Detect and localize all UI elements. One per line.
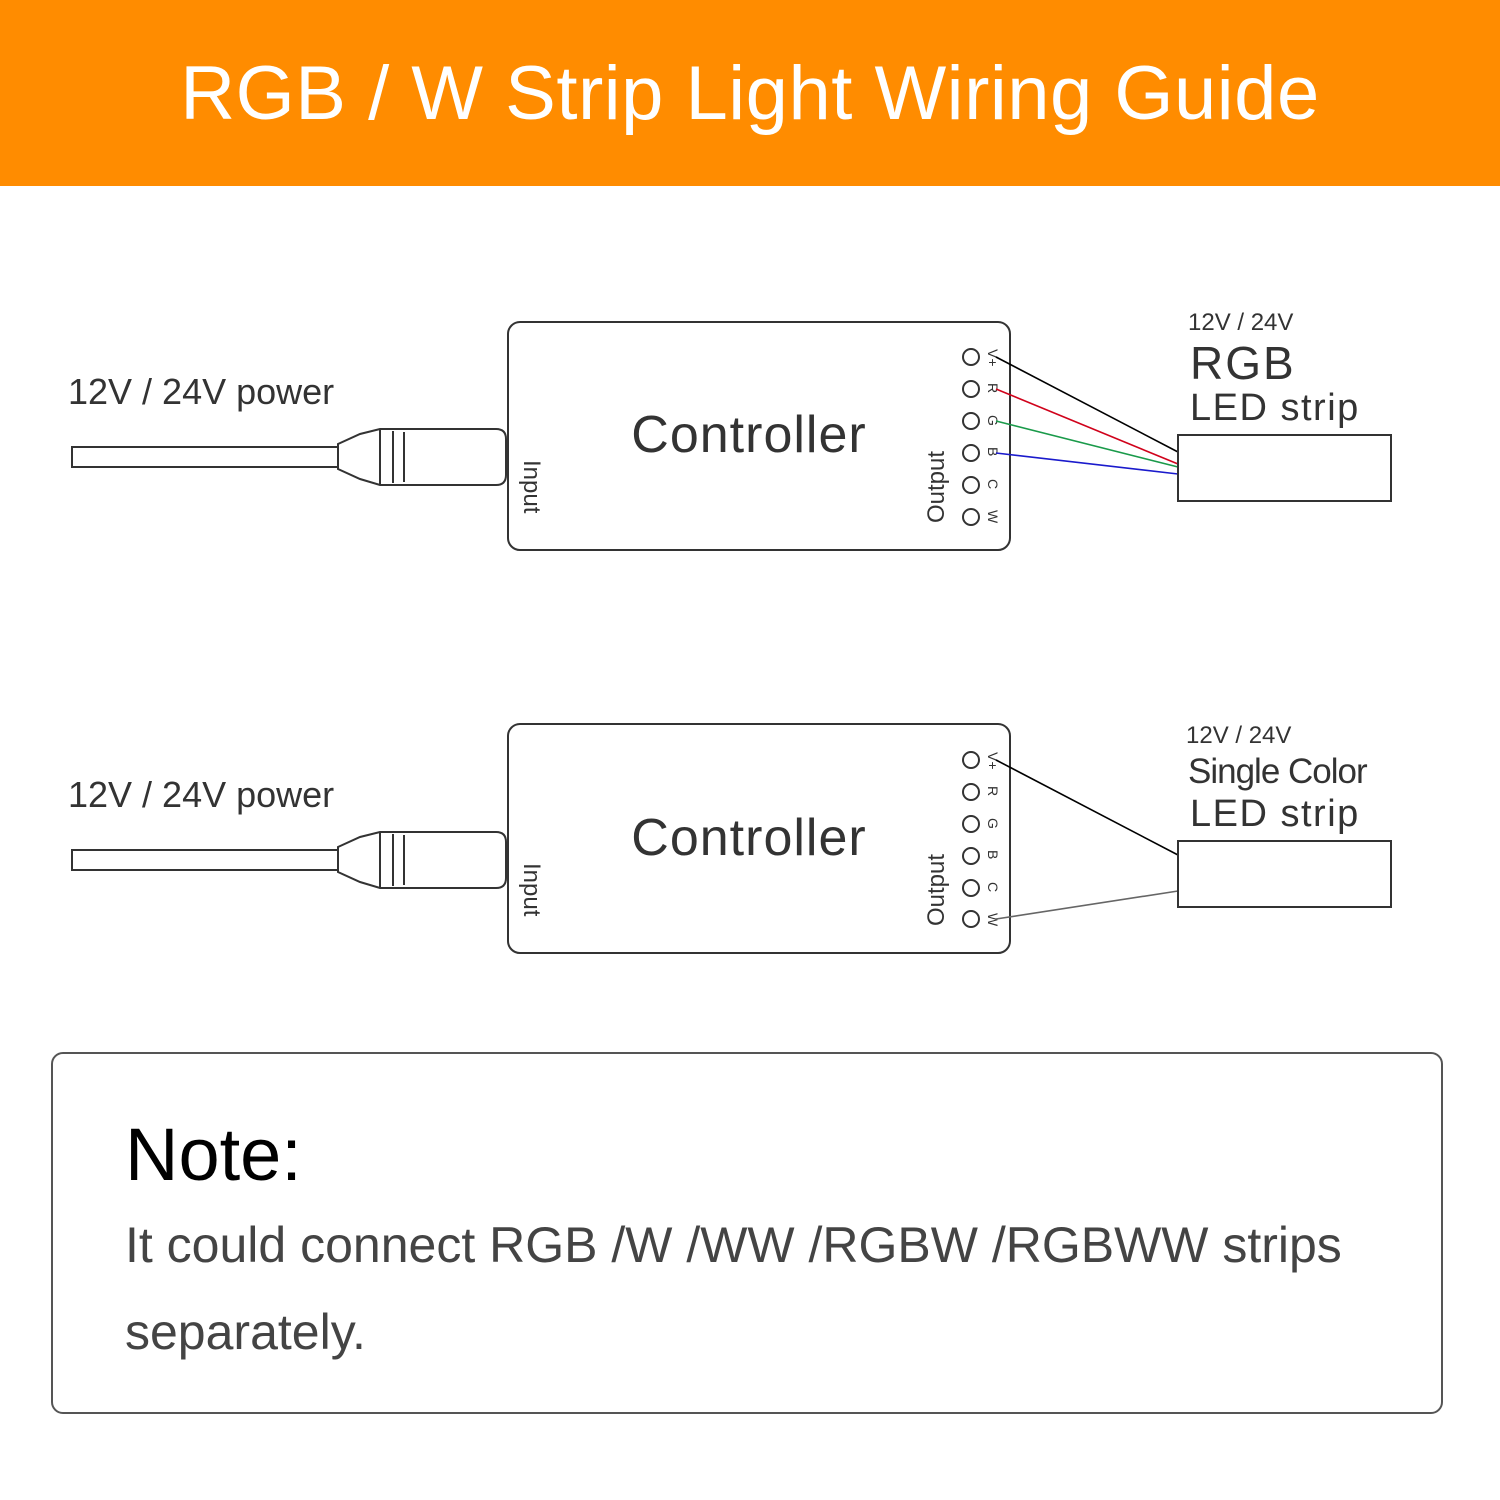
strip-type: Single Color [1188, 752, 1368, 791]
diagram-single-color: 12V / 24V power Controller Input Output … [68, 722, 1392, 954]
led-strip-box [1177, 434, 1392, 502]
pin-label-w: W [985, 913, 1001, 927]
pin-label-v-plus: V+ [985, 349, 1001, 367]
pin-label-c: C [985, 479, 1001, 489]
strip-name: LED strip [1190, 387, 1360, 429]
wire-g [995, 420, 1179, 468]
pin-labels: V+ R G B C W [985, 752, 1001, 927]
output-label: Output [923, 854, 950, 926]
pin-g [962, 412, 980, 430]
wire-r [995, 388, 1179, 465]
output-pins [962, 348, 980, 526]
power-label: 12V / 24V power [68, 774, 334, 815]
strip-name: LED strip [1190, 793, 1360, 835]
pin-r [962, 380, 980, 398]
controller-box [507, 321, 1011, 551]
pin-c [962, 476, 980, 494]
wire-v-plus [995, 356, 1179, 453]
pin-c [962, 879, 980, 897]
power-cable [71, 428, 507, 486]
pin-label-b: B [985, 850, 1001, 859]
input-label: Input [518, 863, 545, 917]
wire-b [995, 452, 1179, 475]
pin-v-plus [962, 348, 980, 366]
strip-type: RGB [1190, 337, 1296, 389]
pin-w [962, 508, 980, 526]
pin-label-b: B [985, 447, 1001, 456]
page-title: RGB / W Strip Light Wiring Guide [180, 50, 1320, 136]
strip-voltage: 12V / 24V [1186, 722, 1291, 749]
output-pins [962, 751, 980, 928]
title-banner: RGB / W Strip Light Wiring Guide [0, 0, 1500, 186]
output-label: Output [923, 451, 950, 523]
wires [995, 759, 1179, 920]
power-label: 12V / 24V power [68, 371, 334, 412]
controller-label: Controller [631, 406, 866, 464]
pin-g [962, 815, 980, 833]
pin-label-v-plus: V+ [985, 752, 1001, 770]
pin-w [962, 910, 980, 928]
pin-label-g: G [985, 415, 1001, 426]
pin-b [962, 444, 980, 462]
led-strip-box [1177, 840, 1392, 908]
pin-r [962, 783, 980, 801]
pin-label-g: G [985, 818, 1001, 829]
strip-voltage: 12V / 24V [1188, 309, 1293, 336]
pin-v-plus [962, 751, 980, 769]
pin-label-r: R [985, 786, 1001, 796]
pin-label-r: R [985, 383, 1001, 393]
pin-label-w: W [985, 510, 1001, 524]
note-body: It could connect RGB /W /WW /RGBW /RGBWW… [125, 1217, 1342, 1360]
controller-label: Controller [631, 809, 866, 867]
wire-w [995, 890, 1179, 920]
input-label: Input [518, 460, 545, 514]
controller-box [507, 723, 1011, 954]
pin-label-c: C [985, 882, 1001, 892]
diagram-rgb: 12V / 24V power Controller Input Output … [68, 309, 1392, 551]
pin-labels: V+ R G B C W [985, 349, 1001, 524]
pin-b [962, 847, 980, 865]
note-box: Note: It could connect RGB /W /WW /RGBW … [51, 1052, 1443, 1414]
power-cable [71, 831, 507, 889]
note-title: Note: [125, 1113, 302, 1196]
wires [995, 356, 1179, 475]
wiring-diagrams: 12V / 24V power Controller Input Output … [68, 309, 1392, 954]
wire-v-plus [995, 759, 1179, 856]
